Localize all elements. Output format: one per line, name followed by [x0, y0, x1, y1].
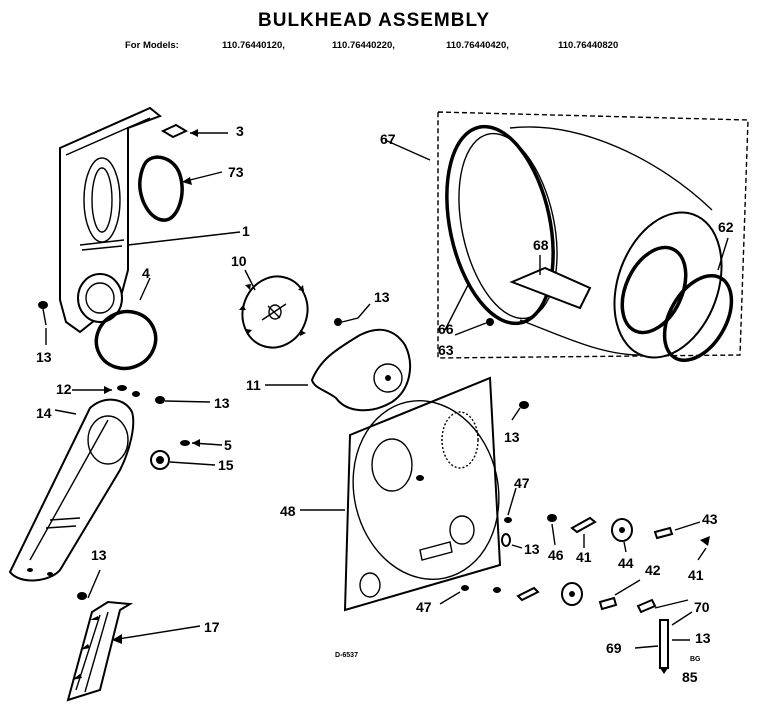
label-part-63: 63 — [438, 342, 454, 358]
model-number-1: 110.76440120, — [222, 40, 285, 51]
model-number-3: 110.76440420, — [446, 40, 509, 51]
label-part-13-right: 13 — [504, 429, 520, 445]
part-17-bracket — [66, 600, 201, 702]
label-part-5: 5 — [224, 437, 232, 453]
part-47-washer-a — [504, 487, 517, 523]
part-62-drum-seal — [662, 237, 734, 362]
label-part-70: 70 — [694, 599, 710, 615]
drawing-number: D-6537 — [335, 652, 358, 659]
label-part-13-center: 13 — [374, 289, 390, 305]
model-number-4: 110.76440820 — [558, 40, 618, 51]
part-4-seal — [94, 277, 158, 371]
part-3-clip — [160, 123, 228, 139]
label-part-12: 12 — [56, 381, 72, 397]
label-part-42: 42 — [645, 562, 661, 578]
part-11-blower-housing — [265, 328, 412, 412]
label-part-62: 62 — [718, 219, 734, 235]
part-43-clip — [653, 521, 710, 546]
label-part-11: 11 — [246, 377, 261, 393]
label-part-69: 69 — [606, 640, 622, 656]
part-13-screw-roller — [501, 533, 523, 549]
diagram-title: BULKHEAD ASSEMBLY — [258, 10, 490, 31]
part-12-screw — [72, 385, 140, 397]
part-73-gasket — [138, 155, 223, 222]
model-number-2: 110.76440220, — [332, 40, 395, 51]
label-part-15: 15 — [218, 457, 234, 473]
models-label: For Models: — [125, 40, 179, 51]
label-part-13-left: 13 — [36, 349, 52, 365]
label-part-13-lower-left: 13 — [91, 547, 107, 563]
part-46-washer — [547, 514, 557, 546]
label-part-43: 43 — [702, 511, 718, 527]
part-63-screw — [444, 284, 494, 336]
part-15-bearing — [150, 450, 216, 470]
label-part-14: 14 — [36, 405, 52, 421]
label-part-13-roller: 13 — [524, 541, 540, 557]
label-part-73: 73 — [228, 164, 244, 180]
label-part-48: 48 — [280, 503, 296, 519]
label-part-67: 67 — [380, 131, 396, 147]
label-part-10: 10 — [231, 253, 247, 269]
part-10-blower-wheel — [239, 269, 309, 349]
part-69-70-pin — [634, 611, 693, 674]
part-41-shaft-upper — [570, 516, 597, 548]
label-part-66: 66 — [438, 321, 454, 337]
label-part-13-pin: 13 — [695, 630, 711, 646]
label-part-46: 46 — [548, 547, 564, 563]
label-part-44: 44 — [618, 555, 634, 571]
corner-code-top: BG — [690, 656, 701, 663]
label-part-3: 3 — [236, 123, 244, 139]
part-47-washer-b — [439, 585, 469, 605]
part-13-screw-right — [511, 401, 529, 421]
label-part-47-lower: 47 — [416, 599, 432, 615]
part-14-duct — [8, 398, 135, 582]
part-44-roller — [611, 518, 633, 553]
label-part-4: 4 — [142, 265, 150, 281]
corner-code-bottom: 85 — [682, 669, 698, 685]
part-13-screw-mid-left — [155, 396, 211, 404]
label-part-41-right: 41 — [688, 567, 704, 583]
label-part-41-upper: 41 — [576, 549, 592, 565]
part-41-shaft-right — [697, 547, 707, 561]
part-48-bulkhead — [300, 376, 502, 612]
label-part-68: 68 — [533, 237, 549, 253]
part-13-screw-lower-left — [77, 569, 101, 600]
label-part-17: 17 — [204, 619, 220, 635]
leader-line-1 — [127, 231, 241, 246]
label-part-1: 1 — [242, 223, 250, 239]
label-part-13-mid-left: 13 — [214, 395, 230, 411]
part-5-fastener — [180, 439, 223, 447]
part-13-screw-center — [334, 303, 371, 326]
part-67-drum — [384, 111, 749, 359]
part-13-screw-left — [38, 301, 48, 345]
part-front-panel — [59, 106, 162, 334]
label-part-47-upper: 47 — [514, 475, 530, 491]
lower-roller-chain — [493, 579, 689, 614]
